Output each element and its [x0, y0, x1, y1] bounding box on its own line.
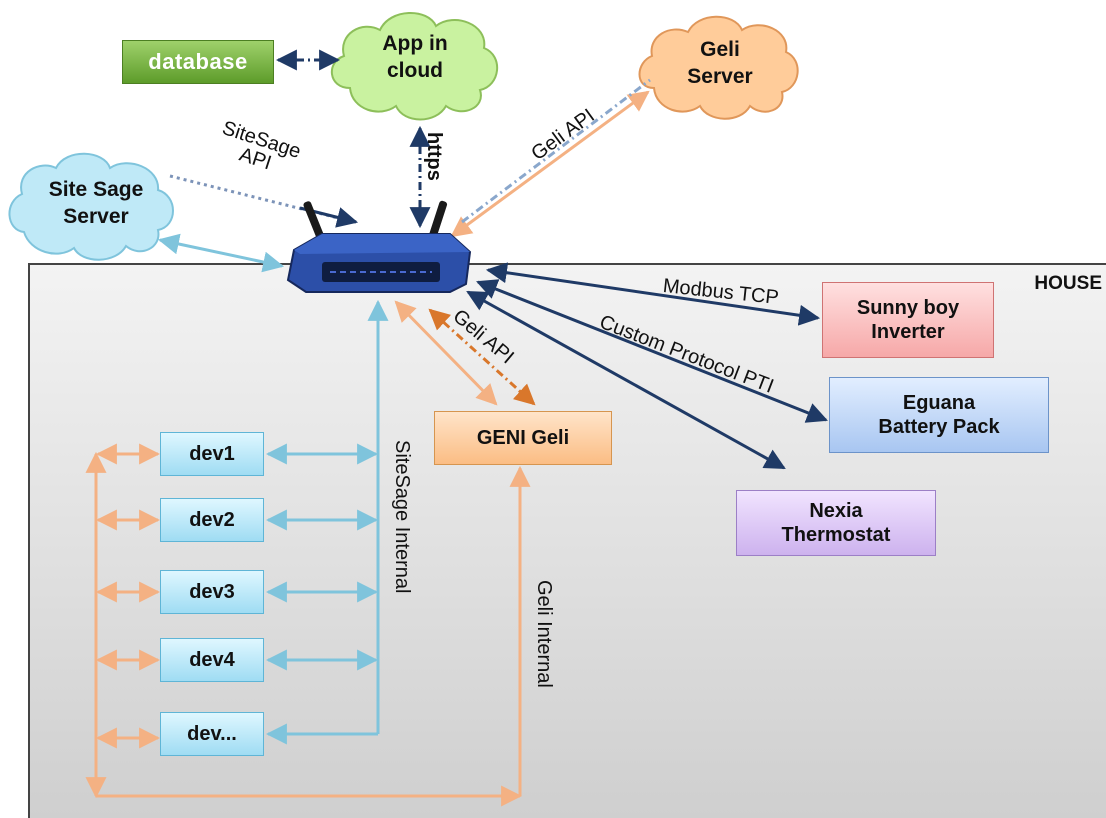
database-node: database [122, 40, 274, 84]
geli-internal-label: Geli Internal [533, 580, 555, 688]
house-label: HOUSE [1034, 273, 1102, 294]
device-node: dev2 [160, 498, 264, 542]
router-icon [286, 200, 472, 293]
geli-server-cloud-shape [638, 15, 799, 120]
sunny-boy-inverter-node: Sunny boy Inverter [822, 282, 994, 358]
app-in-cloud-label: App in cloud [382, 32, 448, 83]
site-sage-server-label: Site Sage Server [48, 178, 144, 229]
device-node: dev4 [160, 638, 264, 682]
geli-server-label: Geli Server [687, 38, 753, 89]
eguana-battery-pack-node: Eguana Battery Pack [829, 377, 1049, 453]
device-node: dev1 [160, 432, 264, 476]
https-label: https [423, 132, 445, 181]
device-node: dev... [160, 712, 264, 756]
device-node: dev3 [160, 570, 264, 614]
nexia-thermostat-node: Nexia Thermostat [736, 490, 936, 556]
geni-geli-node: GENI Geli [434, 411, 612, 465]
site-sage-cloud-shape [8, 152, 174, 261]
sitesage-internal-label: SiteSage Internal [391, 440, 413, 594]
